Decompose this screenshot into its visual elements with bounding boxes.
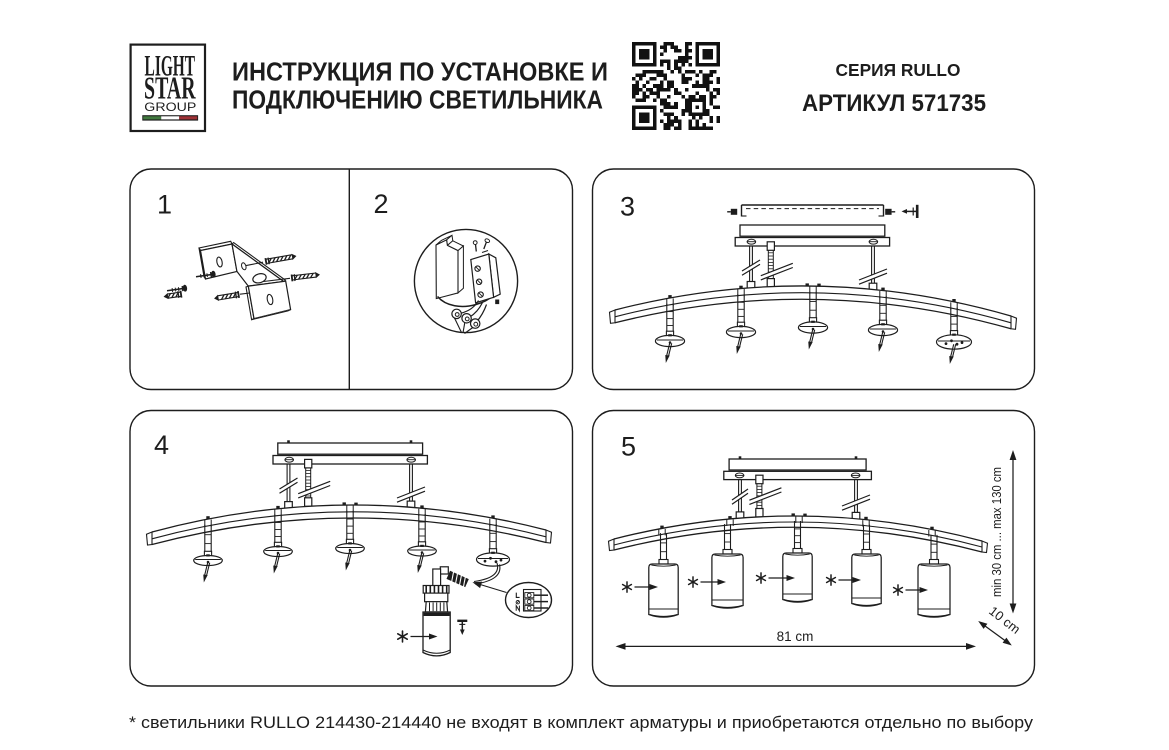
- svg-text:3: 3: [620, 192, 635, 222]
- svg-text:ПОДКЛЮЧЕНИЮ СВЕТИЛЬНИКА: ПОДКЛЮЧЕНИЮ СВЕТИЛЬНИКА: [232, 87, 603, 115]
- svg-text:LIGHT: LIGHT: [145, 50, 196, 83]
- svg-text:5: 5: [621, 432, 636, 462]
- svg-text:10 cm: 10 cm: [986, 603, 1023, 637]
- svg-text:GROUP: GROUP: [144, 100, 196, 114]
- svg-text:* светильники RULLO 214430-214: * светильники RULLO 214430-214440 не вхо…: [129, 713, 1034, 732]
- svg-text:2: 2: [374, 189, 389, 219]
- svg-text:СЕРИЯ RULLO: СЕРИЯ RULLO: [836, 60, 961, 80]
- svg-text:STAR: STAR: [144, 71, 196, 106]
- svg-text:min 30 cm ... max 130 cm: min 30 cm ... max 130 cm: [989, 467, 1004, 597]
- svg-text:АРТИКУЛ 571735: АРТИКУЛ 571735: [802, 90, 986, 117]
- svg-text:4: 4: [154, 430, 169, 460]
- svg-text:1: 1: [157, 190, 172, 220]
- svg-text:ИНСТРУКЦИЯ ПО УСТАНОВКЕ И: ИНСТРУКЦИЯ ПО УСТАНОВКЕ И: [232, 59, 608, 87]
- svg-text:81 cm: 81 cm: [777, 629, 814, 644]
